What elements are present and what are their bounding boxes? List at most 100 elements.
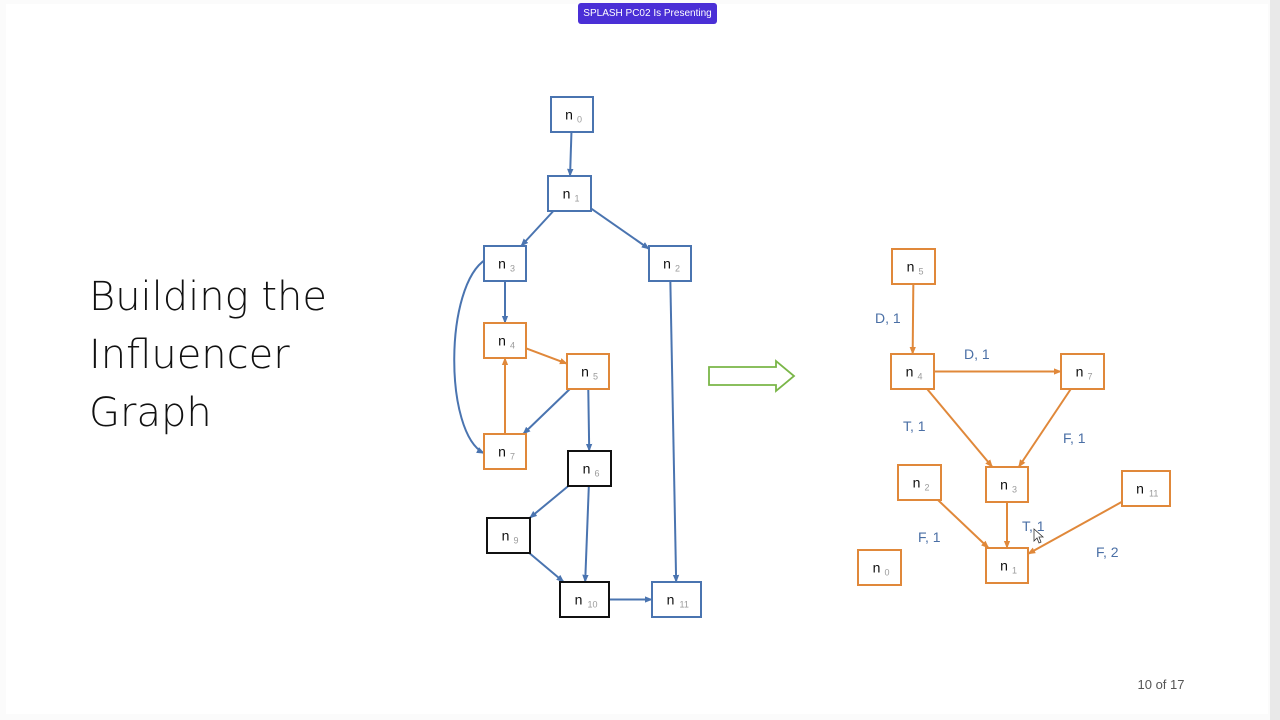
influencer-edge-n4-n3	[926, 388, 994, 468]
influencer-node-n3-subscript: 3	[1012, 485, 1017, 495]
cfg-edge-n5-n6	[585, 388, 593, 452]
cfg-node-n11-label: n	[667, 592, 675, 608]
influencer-node-n4-subscript: 4	[918, 372, 923, 382]
cfg-node-n4-box	[483, 322, 527, 359]
influencer-edge-n5-n4	[909, 283, 916, 355]
cfg-node-n9-box	[486, 517, 531, 554]
influencer-node-n7-box	[1060, 353, 1105, 390]
influencer-edge-label-n4-n3: T, 1	[903, 418, 926, 434]
cfg-node-n10-box	[559, 581, 610, 618]
slide-title-line-2: Influencer	[89, 332, 290, 378]
cfg-node-n1-label: n	[563, 186, 571, 202]
slide-title: Building the Influencer Graph	[89, 268, 409, 442]
cfg-node-n2-box	[648, 245, 692, 282]
cfg-node-n10: n 10	[559, 581, 610, 618]
cfg-node-n5-box	[566, 353, 610, 390]
cfg-node-n10-label: n	[575, 592, 583, 608]
cfg-edge-n1-n3	[520, 210, 555, 247]
influencer-edge-n7-n3	[1017, 388, 1072, 468]
influencer-node-n0-box	[857, 549, 902, 586]
presenting-banner: SPLASH PC02 Is Presenting	[578, 3, 717, 24]
cfg-node-n3-label: n	[498, 256, 506, 272]
cfg-node-n10-subscript: 10	[588, 600, 598, 610]
cfg-node-n0-label: n	[565, 107, 573, 123]
cfg-edge-n6-n9	[529, 485, 569, 519]
influencer-node-n2-box	[897, 464, 942, 501]
cfg-edge-n9-n10	[528, 552, 565, 583]
cfg-edge-n3-n7	[453, 258, 487, 455]
influencer-node-n1-subscript: 1	[1012, 566, 1017, 576]
cfg-node-n0-subscript: 0	[577, 115, 582, 125]
slide-canvas	[6, 4, 1268, 714]
influencer-edge-label-n7-n3: F, 1	[1063, 430, 1086, 446]
cfg-node-n9-label: n	[502, 528, 510, 544]
cfg-node-n4-label: n	[498, 333, 506, 349]
influencer-node-n5-box	[891, 248, 936, 285]
slide-title-line-3: Graph	[89, 390, 212, 436]
influencer-edge-label-n11-n1: F, 2	[1096, 544, 1119, 560]
cfg-node-n6-box	[567, 450, 612, 487]
cfg-node-n3-box	[483, 245, 527, 282]
cfg-node-n11: n 11	[651, 581, 702, 618]
transform-arrow-icon	[708, 359, 796, 393]
cfg-edge-n5-n7	[522, 388, 571, 435]
influencer-node-n11-label: n	[1136, 481, 1144, 497]
cfg-node-n6-subscript: 6	[595, 469, 600, 479]
cfg-node-n6-label: n	[583, 461, 591, 477]
cfg-node-n9-subscript: 9	[514, 536, 519, 546]
cfg-node-n5-label: n	[581, 364, 589, 380]
cfg-edge-n4-n5	[525, 347, 568, 365]
cfg-node-n11-subscript: 11	[680, 600, 689, 610]
mouse-cursor-icon	[1033, 528, 1045, 544]
influencer-edge-n2-n1	[937, 499, 990, 549]
influencer-edge-label-n2-n1: F, 1	[918, 529, 941, 545]
cfg-node-n7-label: n	[498, 444, 506, 460]
cfg-edge-n6-n10	[582, 485, 590, 583]
influencer-node-n7-label: n	[1076, 364, 1084, 380]
page-indicator: 10 of 17	[1137, 677, 1185, 692]
influencer-edge-label-n4-n7: D, 1	[964, 346, 990, 362]
influencer-edge-label-n5-n4: D, 1	[875, 310, 901, 326]
cfg-node-n11-box	[651, 581, 702, 618]
cfg-node-n1-subscript: 1	[575, 194, 580, 204]
influencer-node-n2-label: n	[913, 475, 921, 491]
cfg-node-n4-subscript: 4	[510, 341, 515, 351]
cfg-edge-n1-n2	[590, 207, 650, 250]
influencer-node-n2-subscript: 2	[925, 483, 930, 493]
cfg-node-n7-box	[483, 433, 527, 470]
influencer-node-n11-box	[1121, 470, 1171, 507]
influencer-node-n4-label: n	[906, 364, 914, 380]
influencer-node-n5-label: n	[907, 259, 915, 275]
influencer-node-n3-label: n	[1000, 477, 1008, 493]
influencer-node-n11: n 11	[1121, 470, 1171, 507]
cfg-edge-n2-n11	[669, 280, 680, 583]
influencer-node-n3-box	[985, 466, 1029, 503]
influencer-node-n7-subscript: 7	[1088, 372, 1093, 382]
cfg-edge-n0-n1	[567, 131, 574, 177]
influencer-edge-n11-n1	[1027, 500, 1123, 555]
influencer-node-n5-subscript: 5	[919, 267, 924, 277]
slide-title-line-1: Building the	[89, 274, 327, 320]
cfg-node-n2-subscript: 2	[675, 264, 680, 274]
cfg-node-n2-label: n	[663, 256, 671, 272]
cfg-node-n5-subscript: 5	[593, 372, 598, 382]
window-edge	[1270, 0, 1280, 720]
influencer-node-n11-subscript: 11	[1149, 489, 1158, 499]
influencer-node-n0-label: n	[873, 560, 881, 576]
